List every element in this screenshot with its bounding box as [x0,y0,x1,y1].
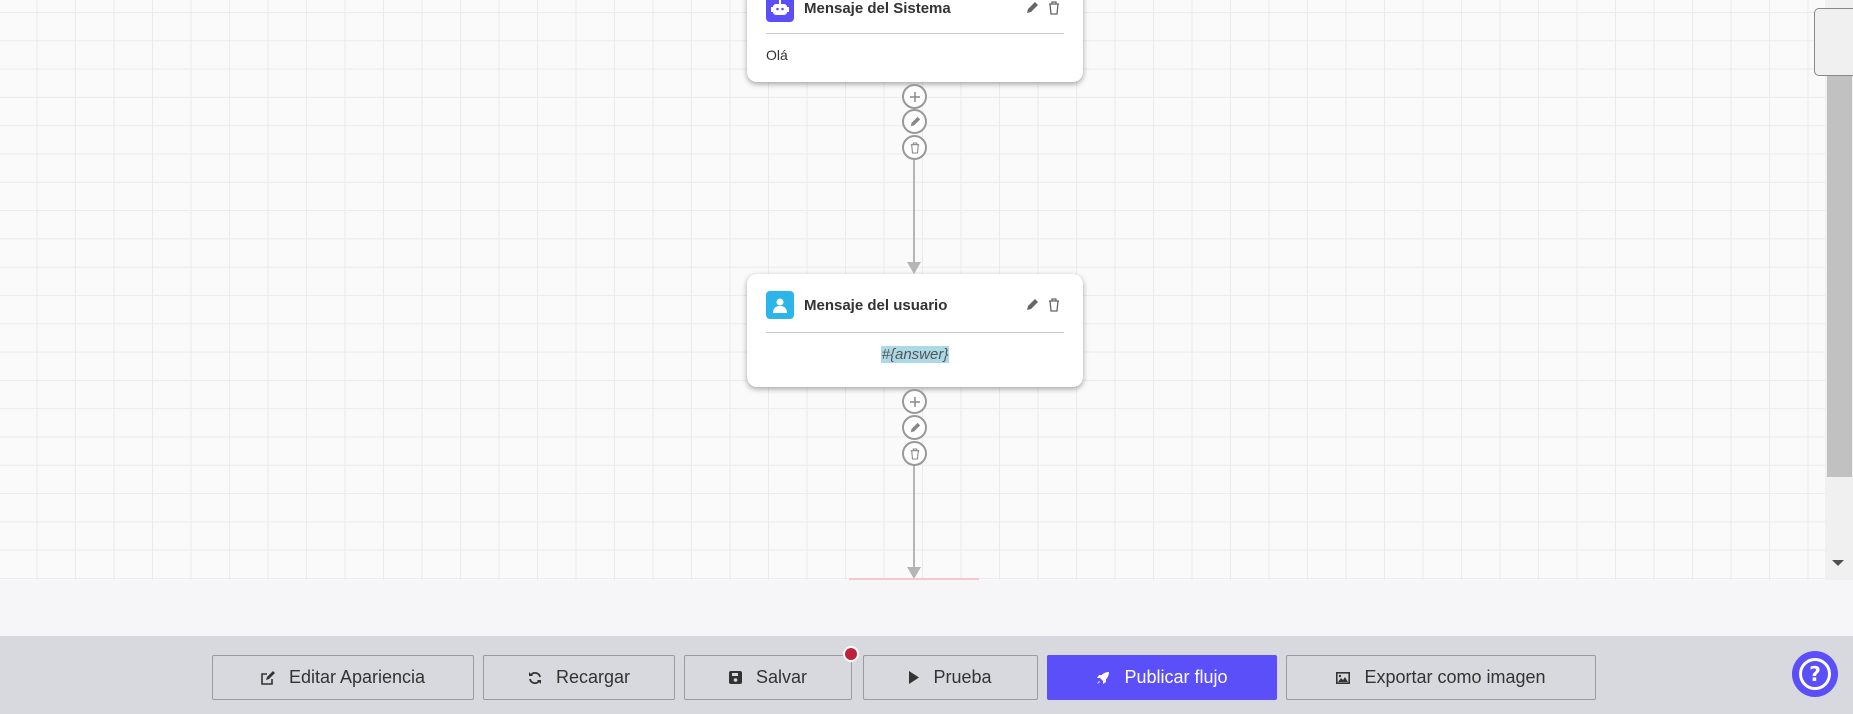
edit-appearance-button[interactable]: Editar Apariencia [212,655,474,700]
question-icon: ? [1799,658,1831,690]
node-content: #{answer} [880,346,950,363]
robot-icon [766,0,794,22]
unsaved-changes-dot [843,646,859,662]
scroll-down-arrow[interactable] [1832,560,1844,566]
connector-arrow [907,262,921,274]
next-node-edge [849,578,979,580]
connector-arrow [907,567,921,579]
user-message-node[interactable]: Mensaje del usuario #{answer} [747,274,1083,387]
save-icon [728,671,742,684]
refresh-icon [528,671,541,684]
reload-button[interactable]: Recargar [483,655,675,700]
flow-canvas[interactable]: Mensaje del Sistema Olá Mensaje del usua… [0,0,1825,580]
play-icon [909,671,920,684]
save-label: Salvar [755,667,808,687]
test-button[interactable]: Prueba [863,655,1038,700]
publish-flow-label: Publicar flujo [1124,667,1228,687]
connector-line [913,466,915,570]
system-message-node[interactable]: Mensaje del Sistema Olá [747,0,1083,82]
test-label: Prueba [933,667,992,687]
help-button[interactable]: ? [1792,651,1838,697]
edit-connection-button[interactable] [902,109,927,134]
user-icon [766,291,794,319]
export-image-label: Exportar como imagen [1364,667,1546,687]
rocket-icon [1097,671,1110,684]
add-node-button[interactable] [902,389,927,414]
edit-icon [261,670,275,685]
image-icon [1336,671,1351,684]
scrollbar-thumb[interactable] [1827,76,1852,477]
connector-line [913,160,915,264]
export-image-button[interactable]: Exportar como imagen [1286,655,1596,700]
minimap-box[interactable] [1814,8,1853,76]
add-node-button[interactable] [902,84,927,109]
edit-connection-button[interactable] [902,415,927,440]
reload-label: Recargar [555,667,631,687]
pencil-icon[interactable] [1022,0,1042,18]
delete-connection-button[interactable] [902,441,927,466]
edit-appearance-label: Editar Apariencia [288,667,426,687]
save-button[interactable]: Salvar [684,655,852,700]
pencil-icon[interactable] [1022,295,1042,315]
node-content: Olá [766,47,788,63]
trash-icon[interactable] [1044,295,1064,315]
delete-connection-button[interactable] [902,135,927,160]
node-title: Mensaje del usuario [804,296,948,314]
trash-icon[interactable] [1044,0,1064,18]
node-title: Mensaje del Sistema [804,0,951,17]
publish-flow-button[interactable]: Publicar flujo [1047,655,1277,700]
